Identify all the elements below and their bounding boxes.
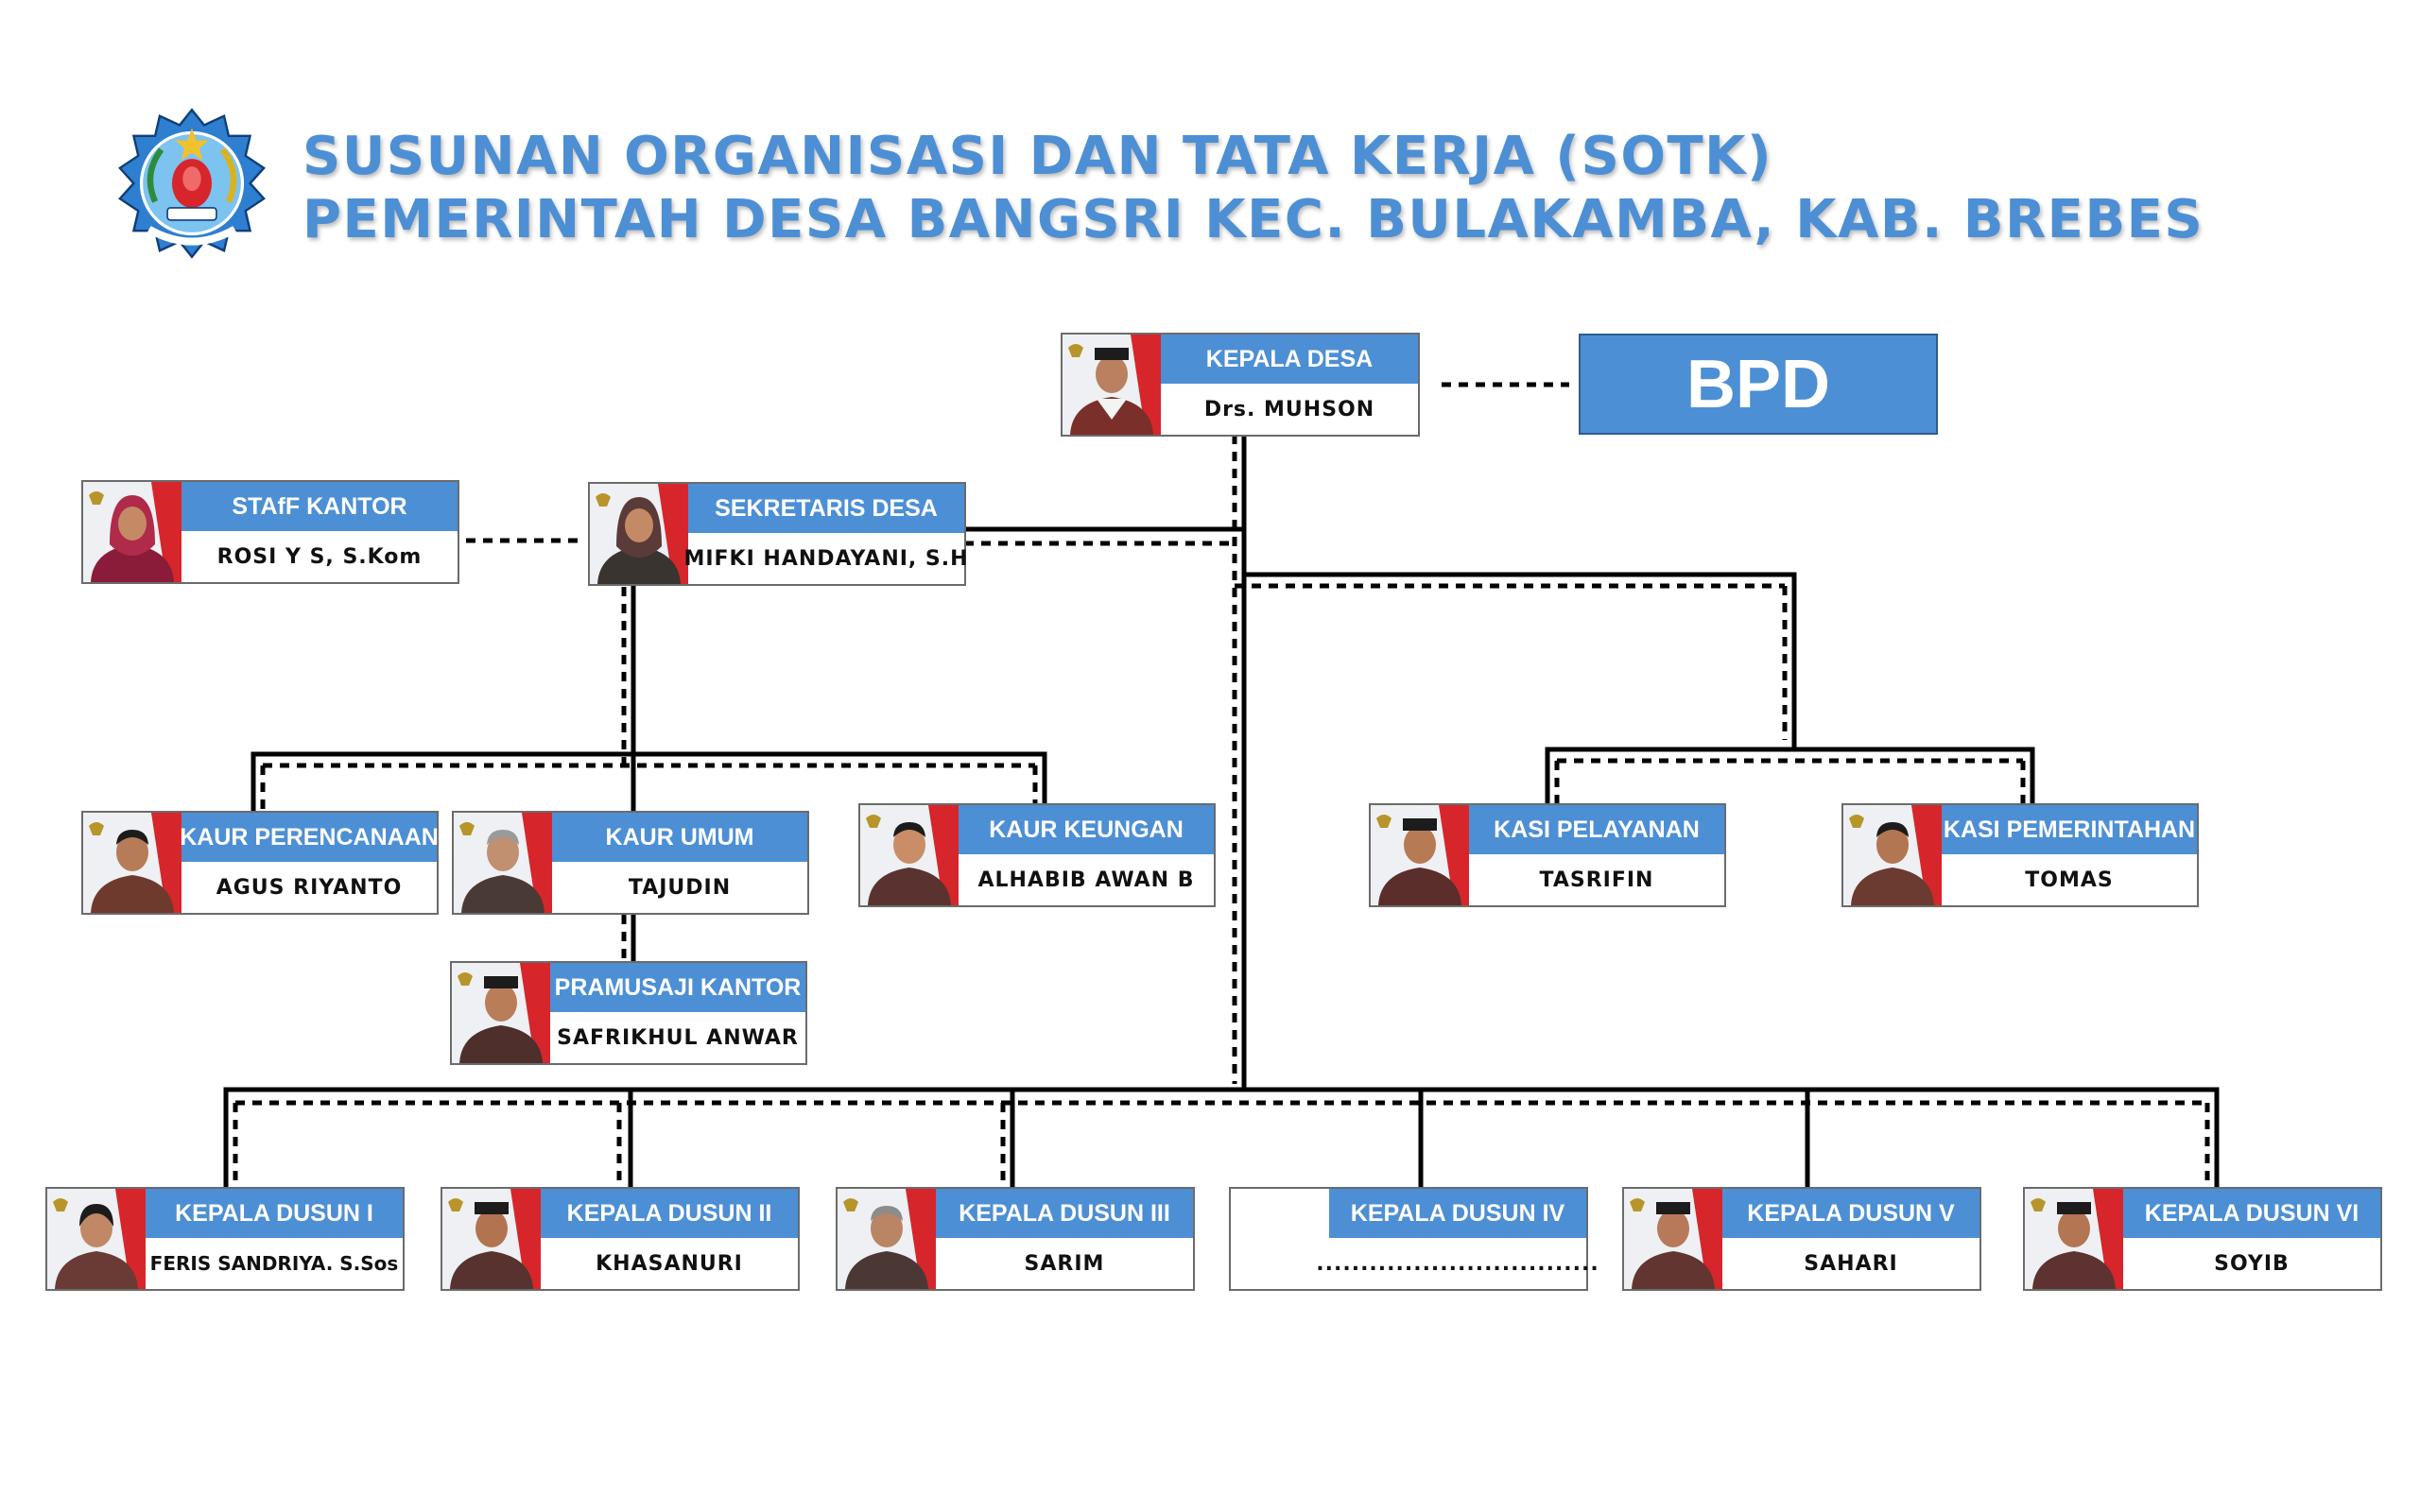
page-title-line-2: PEMERINTAH DESA BANGSRI KEC. BULAKAMBA, … bbox=[302, 189, 2204, 250]
card-kasi-pemerintahan: KASI PEMERINTAHAN TOMAS bbox=[1841, 803, 2199, 907]
portrait-photo bbox=[838, 1189, 936, 1289]
portrait-photo bbox=[2025, 1189, 2123, 1289]
role-title: KAUR UMUM bbox=[552, 813, 807, 862]
portrait-photo bbox=[452, 963, 550, 1063]
card-pramusaji-kantor: PRAMUSAJI KANTOR SAFRIKHUL ANWAR bbox=[450, 961, 807, 1065]
card-kaur-umum: KAUR UMUM TAJUDIN bbox=[452, 811, 809, 915]
card-kepala-dusun-6: KEPALA DUSUN VI SOYIB bbox=[2023, 1187, 2382, 1291]
person-name: Drs. MUHSON bbox=[1203, 397, 1375, 421]
portrait-photo bbox=[83, 482, 182, 582]
role-title: STAfF KANTOR bbox=[182, 482, 458, 531]
regency-emblem-icon bbox=[118, 108, 266, 259]
card-kepala-dusun-4: KEPALA DUSUN IV ........................… bbox=[1229, 1187, 1599, 1291]
person-name: AGUS RIYANTO bbox=[216, 875, 403, 900]
role-title: KEPALA DUSUN IV bbox=[1329, 1189, 1586, 1238]
solid-lines bbox=[223, 432, 2220, 1194]
role-title: KAUR KEUNGAN bbox=[959, 805, 1214, 854]
portrait-photo bbox=[1843, 805, 1942, 905]
person-name: TASRIFIN bbox=[1539, 868, 1654, 892]
role-title: KASI PEMERINTAHAN bbox=[1942, 805, 2197, 854]
person-name: SOYIB bbox=[2214, 1251, 2290, 1276]
portrait-photo bbox=[590, 484, 688, 584]
card-kepala-dusun-1: KEPALA DUSUN I FERIS SANDRIYA. S.Sos bbox=[45, 1187, 405, 1291]
person-name: FERIS SANDRIYA. S.Sos bbox=[149, 1252, 399, 1275]
portrait-photo-placeholder bbox=[1231, 1189, 1329, 1289]
person-name: SAFRIKHUL ANWAR bbox=[557, 1025, 799, 1050]
person-name: SARIM bbox=[1024, 1251, 1105, 1276]
portrait-photo bbox=[47, 1189, 146, 1289]
card-kasi-pelayanan: KASI PELAYANAN TASRIFIN bbox=[1369, 803, 1726, 907]
dashed-lines bbox=[233, 382, 2210, 1181]
bpd-box: BPD bbox=[1579, 334, 1938, 435]
role-title: KEPALA DUSUN V bbox=[1722, 1189, 1979, 1238]
role-title: KEPALA DUSUN III bbox=[936, 1189, 1193, 1238]
page-title-line-1: SUSUNAN ORGANISASI DAN TATA KERJA (SOTK) bbox=[302, 126, 1773, 187]
portrait-photo bbox=[1063, 335, 1161, 435]
role-title: KEPALA DUSUN VI bbox=[2123, 1189, 2380, 1238]
card-kepala-dusun-3: KEPALA DUSUN III SARIM bbox=[836, 1187, 1195, 1291]
portrait-photo bbox=[1624, 1189, 1722, 1289]
card-kepala-dusun-2: KEPALA DUSUN II KHASANURI bbox=[441, 1187, 800, 1291]
portrait-photo bbox=[442, 1189, 541, 1289]
person-name: ALHABIB AWAN B bbox=[977, 868, 1195, 892]
portrait-photo bbox=[454, 813, 552, 913]
role-title: SEKRETARIS DESA bbox=[688, 484, 964, 533]
person-name: ................................ bbox=[1316, 1251, 1599, 1276]
portrait-photo bbox=[860, 805, 959, 905]
role-title: KEPALA DUSUN II bbox=[541, 1189, 798, 1238]
card-staff-kantor: STAfF KANTOR ROSI Y S, S.Kom bbox=[81, 480, 459, 584]
person-name: SAHARI bbox=[1804, 1251, 1898, 1276]
role-title: KEPALA DUSUN I bbox=[146, 1189, 403, 1238]
person-name: TAJUDIN bbox=[628, 875, 732, 900]
person-name: MIFKI HANDAYANI, S.H bbox=[683, 546, 969, 571]
card-sekretaris-desa: SEKRETARIS DESA MIFKI HANDAYANI, S.H bbox=[588, 482, 969, 586]
card-kaur-keuangan: KAUR KEUNGAN ALHABIB AWAN B bbox=[858, 803, 1216, 907]
portrait-photo bbox=[83, 813, 182, 913]
role-title: KAUR PERENCANAAN bbox=[180, 813, 439, 862]
role-title: KEPALA DESA bbox=[1161, 335, 1418, 384]
card-kepala-dusun-5: KEPALA DUSUN V SAHARI bbox=[1622, 1187, 1981, 1291]
role-title: KASI PELAYANAN bbox=[1469, 805, 1724, 854]
role-title: PRAMUSAJI KANTOR bbox=[550, 963, 805, 1012]
person-name: KHASANURI bbox=[596, 1251, 743, 1276]
person-name: ROSI Y S, S.Kom bbox=[216, 544, 423, 569]
person-name: TOMAS bbox=[2025, 868, 2114, 892]
card-kepala-desa: KEPALA DESA Drs. MUHSON bbox=[1061, 333, 1420, 437]
card-kaur-perencanaan: KAUR PERENCANAAN AGUS RIYANTO bbox=[81, 811, 439, 915]
portrait-photo bbox=[1371, 805, 1469, 905]
